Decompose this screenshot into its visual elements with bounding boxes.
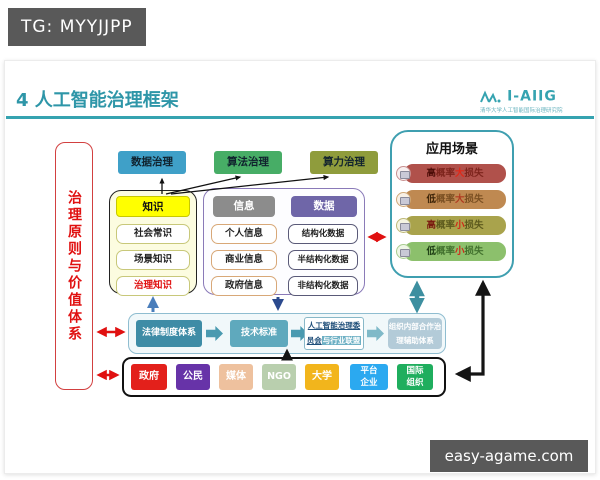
knowledge-item-governance: 治理知识 — [116, 276, 190, 296]
info-item-business: 商业信息 — [211, 250, 277, 270]
scenario-text: 高 — [426, 168, 436, 179]
watermark: easy-agame.com — [430, 440, 588, 472]
org-line2: 理辅助体系 — [396, 336, 434, 345]
committee-line2b: 与行业联盟 — [321, 336, 362, 345]
scenario-text: 概率 — [435, 246, 455, 257]
knowledge-item-scenario: 场景知识 — [116, 250, 190, 270]
stake-line2: 组织 — [406, 378, 424, 388]
stake-line2: 企业 — [360, 378, 378, 388]
stakeholder-international-org: 国际 组织 — [397, 364, 433, 390]
logo-subtitle: 清华大学人工智能国际治理研究院 — [480, 108, 563, 114]
scenario-text: 大 — [455, 168, 465, 179]
chevron-right-icon — [367, 326, 384, 341]
scenario-text: 低 — [426, 194, 436, 205]
stakeholder-platform-enterprise: 平台 企业 — [350, 364, 388, 390]
scenario-text: 高 — [426, 220, 436, 231]
tg-badge: TG: MYYJJPP — [8, 8, 146, 46]
info-item-personal: 个人信息 — [211, 224, 277, 244]
stakeholder-university: 大学 — [305, 364, 339, 390]
process-governance-committee: 人工智能治理委 员会与行业联盟 — [304, 317, 364, 350]
title-divider — [6, 116, 594, 119]
committee-line2a: 员会 — [306, 336, 322, 345]
scenario-text: 小 — [455, 220, 465, 231]
process-legal-system: 法律制度体系 — [136, 320, 202, 347]
org-line1: 组织内部合作治 — [388, 322, 442, 331]
device-icon — [396, 244, 411, 259]
chevron-right-icon — [291, 326, 308, 341]
chevron-right-icon — [206, 326, 223, 341]
application-scenarios-title: 应用场景 — [425, 142, 478, 157]
data-item-unstructured: 非结构化数据 — [288, 276, 358, 296]
scenario-low-prob-big-loss: 低概率大损失 — [404, 190, 506, 209]
scenario-high-prob-small-loss: 高概率小损失 — [404, 216, 506, 235]
process-tech-standards: 技术标准 — [230, 320, 288, 347]
column-header-info: 信息 — [213, 196, 275, 217]
stake-line1: 平台 — [360, 366, 378, 376]
logo-text: I-AIIG — [507, 88, 557, 105]
scenario-text: 概率 — [435, 168, 455, 179]
info-item-government: 政府信息 — [211, 276, 277, 296]
stakeholder-ngo: NGO — [262, 364, 296, 390]
process-internal-cooperation: 组织内部合作治 理辅助体系 — [388, 318, 442, 349]
column-header-knowledge: 知识 — [116, 196, 190, 217]
flow-box-data-governance: 数据治理 — [118, 151, 186, 174]
scenario-text: 概率 — [435, 220, 455, 231]
scenario-text: 概率 — [435, 194, 455, 205]
device-icon — [396, 192, 411, 207]
page-title: 4 人工智能治理框架 — [16, 90, 179, 111]
governance-principles-label: 治理原则与价值体系 — [66, 189, 82, 343]
scenario-text: 损失 — [464, 194, 484, 205]
scenario-low-prob-small-loss: 低概率小损失 — [404, 242, 506, 261]
device-icon — [396, 218, 411, 233]
committee-line1: 人工智能治理委 — [307, 321, 361, 330]
scenario-text: 损失 — [464, 220, 484, 231]
stakeholder-government: 政府 — [131, 364, 167, 390]
data-item-semistructured: 半结构化数据 — [288, 250, 358, 270]
logo-mountain-icon — [480, 90, 501, 103]
governance-principles-panel: 治理原则与价值体系 — [55, 142, 93, 390]
stakeholder-media: 媒体 — [219, 364, 253, 390]
scenario-text: 大 — [455, 194, 465, 205]
scenario-high-prob-big-loss: 高概率大损失 — [404, 164, 506, 183]
stake-line1: 国际 — [406, 366, 424, 376]
column-header-data: 数据 — [291, 196, 357, 217]
flow-box-compute-governance: 算力治理 — [310, 151, 378, 174]
flow-box-algorithm-governance: 算法治理 — [214, 151, 282, 174]
logo: I-AIIG 清华大学人工智能国际治理研究院 — [480, 86, 590, 115]
knowledge-item-common-sense: 社会常识 — [116, 224, 190, 244]
scenario-text: 损失 — [464, 246, 484, 257]
scenario-text: 损失 — [464, 168, 484, 179]
scenario-text: 低 — [426, 246, 436, 257]
scenario-text: 小 — [455, 246, 465, 257]
stakeholder-citizen: 公民 — [176, 364, 210, 390]
data-item-structured: 结构化数据 — [288, 224, 358, 244]
device-icon — [396, 166, 411, 181]
